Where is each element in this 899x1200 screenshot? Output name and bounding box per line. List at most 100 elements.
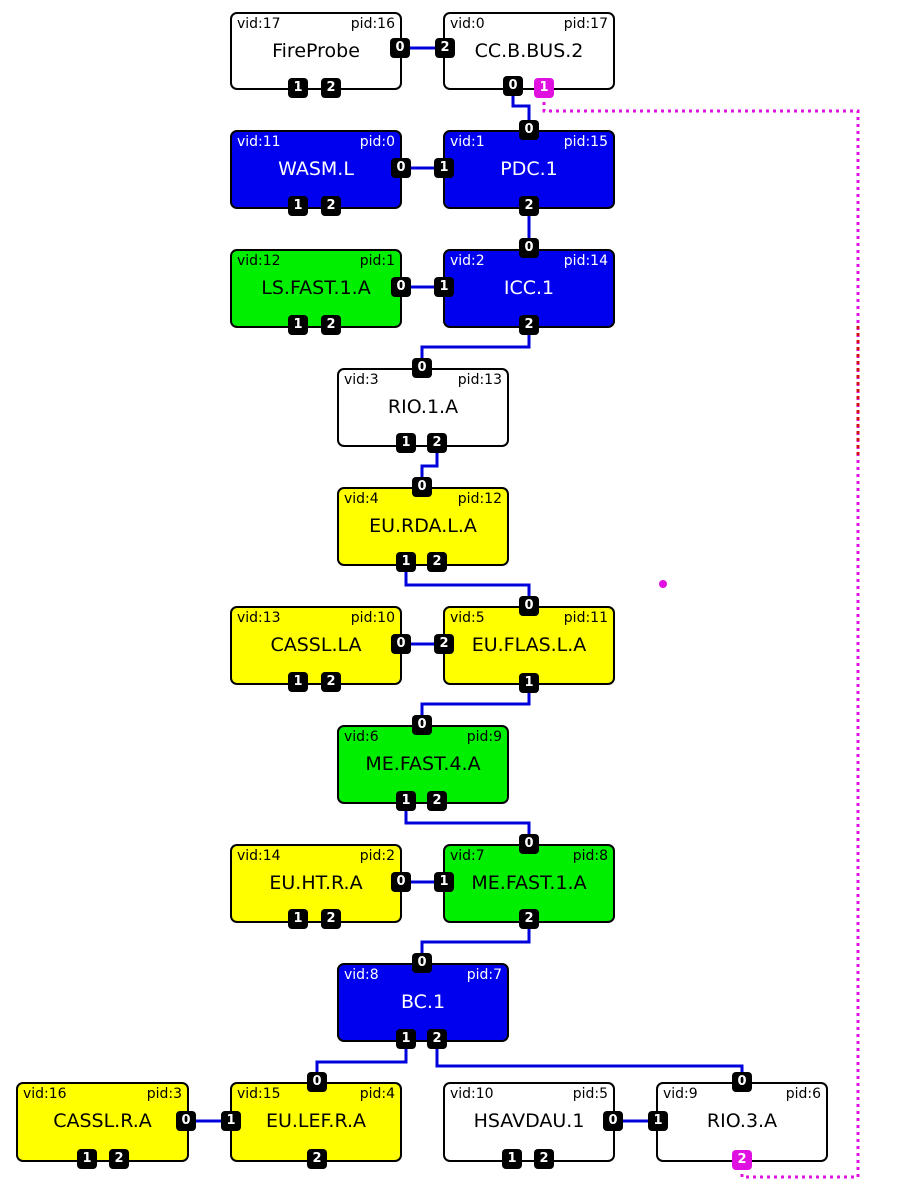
highlight-marker: [659, 580, 667, 588]
node-label: PDC.1: [500, 158, 558, 180]
port-0[interactable]: 0: [732, 1072, 752, 1092]
port-0[interactable]: 0: [391, 634, 411, 654]
port-1[interactable]: 1: [502, 1149, 522, 1169]
node-vid: vid:4: [344, 491, 379, 507]
node-pid: pid:9: [466, 729, 502, 745]
port-1[interactable]: 1: [396, 552, 416, 572]
port-0[interactable]: 0: [412, 477, 432, 497]
node-pid: pid:10: [350, 610, 395, 626]
wire-mefast4a-mefast1a: [404, 801, 531, 844]
port-1[interactable]: 1: [288, 196, 308, 216]
port-0[interactable]: 0: [412, 715, 432, 735]
node-vid: vid:14: [237, 848, 281, 864]
port-2[interactable]: 2: [427, 1029, 447, 1049]
wire-eurdala-euflasla: [404, 562, 531, 606]
node-label: ME.FAST.4.A: [365, 753, 481, 775]
node-pid: pid:17: [563, 16, 608, 32]
port-0[interactable]: 0: [519, 596, 539, 616]
port-1[interactable]: 1: [519, 673, 539, 693]
node-label: CASSL.LA: [270, 634, 362, 656]
port-0[interactable]: 0: [519, 120, 539, 140]
node-label: CC.B.BUS.2: [474, 40, 584, 62]
port-0[interactable]: 0: [390, 38, 410, 58]
node-vid: vid:11: [237, 134, 281, 150]
port-2[interactable]: 2: [519, 909, 539, 929]
port-0[interactable]: 0: [412, 953, 432, 973]
node-label: EU.HT.R.A: [269, 872, 363, 894]
port-1[interactable]: 1: [77, 1149, 97, 1169]
port-2[interactable]: 2: [534, 1149, 554, 1169]
highlight-route: [542, 88, 860, 1179]
port-0[interactable]: 0: [391, 277, 411, 297]
port-2[interactable]: 2: [321, 196, 341, 216]
port-0[interactable]: 0: [519, 238, 539, 258]
port-2[interactable]: 2: [307, 1149, 327, 1169]
wire-mefast1a-bc1: [420, 919, 531, 963]
port-0[interactable]: 0: [176, 1111, 196, 1131]
port-2[interactable]: 2: [434, 634, 454, 654]
port-1[interactable]: 1: [434, 872, 454, 892]
port-1[interactable]: 1: [396, 791, 416, 811]
port-2[interactable]: 2: [321, 909, 341, 929]
port-1[interactable]: 1: [534, 78, 554, 98]
port-1[interactable]: 1: [434, 158, 454, 178]
node-label: ICC.1: [503, 277, 555, 299]
node-vid: vid:17: [237, 16, 281, 32]
port-1[interactable]: 1: [288, 909, 308, 929]
port-2[interactable]: 2: [321, 672, 341, 692]
node-pid: pid:14: [563, 253, 608, 269]
port-1[interactable]: 1: [648, 1111, 668, 1131]
port-0[interactable]: 0: [603, 1111, 623, 1131]
port-2[interactable]: 2: [321, 315, 341, 335]
port-2[interactable]: 2: [435, 38, 455, 58]
port-0[interactable]: 0: [519, 834, 539, 854]
node-label: WASM.L: [278, 158, 354, 180]
port-1[interactable]: 1: [434, 277, 454, 297]
port-1[interactable]: 1: [288, 672, 308, 692]
port-1[interactable]: 1: [288, 315, 308, 335]
port-1[interactable]: 1: [221, 1111, 241, 1131]
port-0[interactable]: 0: [391, 158, 411, 178]
node-vid: vid:8: [344, 967, 379, 983]
port-2[interactable]: 2: [427, 552, 447, 572]
port-1[interactable]: 1: [396, 433, 416, 453]
node-label: EU.LEF.R.A: [265, 1110, 367, 1132]
node-pid: pid:7: [466, 967, 502, 983]
node-pid: pid:12: [457, 491, 502, 507]
port-2[interactable]: 2: [427, 791, 447, 811]
node-label: CASSL.R.A: [53, 1110, 152, 1132]
port-1[interactable]: 1: [396, 1029, 416, 1049]
node-vid: vid:12: [237, 253, 281, 269]
port-0[interactable]: 0: [391, 872, 411, 892]
node-pid: pid:3: [146, 1086, 182, 1102]
node-vid: vid:13: [237, 610, 281, 626]
port-2[interactable]: 2: [109, 1149, 129, 1169]
node-pid: pid:15: [563, 134, 608, 150]
port-0[interactable]: 0: [412, 358, 432, 378]
node-label: FireProbe: [272, 40, 360, 62]
port-2[interactable]: 2: [519, 315, 539, 335]
port-0[interactable]: 0: [307, 1072, 327, 1092]
port-2[interactable]: 2: [321, 78, 341, 98]
node-pid: pid:2: [359, 848, 395, 864]
port-2[interactable]: 2: [732, 1150, 752, 1170]
node-pid: pid:6: [785, 1086, 821, 1102]
port-0[interactable]: 0: [503, 76, 523, 96]
port-2[interactable]: 2: [519, 196, 539, 216]
port-1[interactable]: 1: [288, 78, 308, 98]
port-2[interactable]: 2: [427, 433, 447, 453]
